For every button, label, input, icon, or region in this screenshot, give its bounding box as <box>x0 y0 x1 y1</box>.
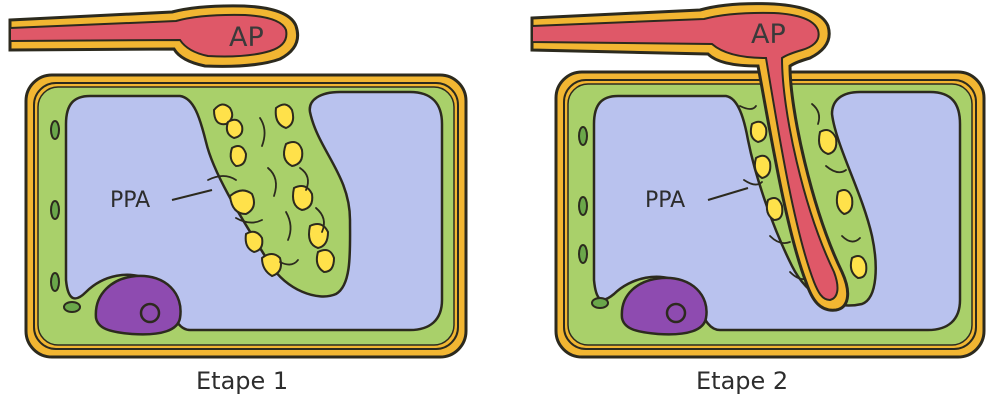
caption-etape-2: Etape 2 <box>696 367 788 395</box>
granule-left-8 <box>246 232 263 252</box>
granule-right-5 <box>837 190 852 214</box>
organelle-right-1 <box>579 127 587 145</box>
organelle-left-2 <box>51 201 59 219</box>
nucleus-right <box>622 278 707 335</box>
hypha-ap-left: AP <box>10 6 298 66</box>
organelle-left-3 <box>51 273 59 291</box>
organelle-right-4 <box>592 298 608 308</box>
granule-right-6 <box>851 256 866 278</box>
label-ppa-right: PPA <box>645 188 685 213</box>
organelle-left-4 <box>64 302 80 312</box>
granule-left-2 <box>227 120 242 138</box>
label-ap-left: AP <box>229 22 264 53</box>
organelle-right-3 <box>579 245 587 263</box>
panel-etape-1: AP <box>10 6 466 395</box>
granule-right-1 <box>751 122 766 142</box>
granule-left-11 <box>317 250 334 272</box>
label-ppa-left: PPA <box>110 188 150 213</box>
granule-left-5 <box>284 142 302 166</box>
granule-left-9 <box>309 224 328 248</box>
nucleolus-left <box>141 304 159 322</box>
cell-left: PPA <box>26 75 466 357</box>
granule-right-3 <box>819 130 836 154</box>
granule-right-4 <box>767 198 782 220</box>
organelle-right-2 <box>579 197 587 215</box>
panel-etape-2: PPA AP Etape 2 <box>532 4 984 395</box>
granule-left-4 <box>231 146 246 166</box>
nucleolus-right <box>667 304 685 322</box>
organelle-left-1 <box>51 121 59 139</box>
granule-right-2 <box>755 156 770 178</box>
label-ap-right: AP <box>751 19 786 50</box>
caption-etape-1: Etape 1 <box>196 367 288 395</box>
granule-left-7 <box>293 186 312 210</box>
